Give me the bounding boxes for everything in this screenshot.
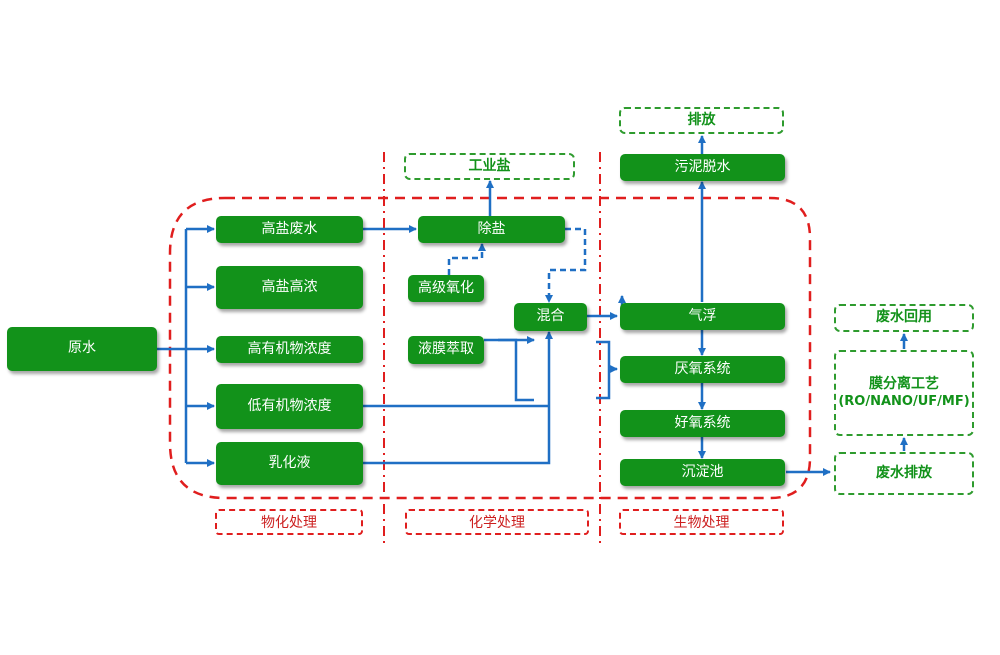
membrane-separation-line1: 膜分离工艺 xyxy=(869,376,939,393)
node-emulsion: 乳化液 xyxy=(216,442,363,485)
node-sludge-dewatering: 污泥脱水 xyxy=(620,154,785,181)
arrow-desalination-to-mixing xyxy=(545,227,587,303)
membrane-separation-line2: (RO/NANO/UF/MF) xyxy=(838,393,970,409)
arrow-bracket-to-anaerobic xyxy=(596,340,611,400)
arrow-extraction-to-mixing xyxy=(484,338,534,402)
node-discharge-top: 排放 xyxy=(619,107,784,134)
arrow-oxidation-to-desalination xyxy=(447,243,486,275)
node-advanced-oxidation: 高级氧化 xyxy=(408,275,484,302)
node-raw-water: 原水 xyxy=(7,327,157,371)
node-industrial-salt: 工业盐 xyxy=(404,153,575,180)
node-high-organic: 高有机物浓度 xyxy=(216,336,363,363)
arrow-emulsion-to-mixing xyxy=(363,331,553,465)
node-air-flotation: 气浮 xyxy=(620,303,785,330)
stage-label-chemical: 化学处理 xyxy=(405,509,589,535)
node-wastewater-reuse: 废水回用 xyxy=(834,304,974,332)
stage-label-physical: 物化处理 xyxy=(215,509,363,535)
node-high-salt-wastewater: 高盐废水 xyxy=(216,216,363,243)
node-liquid-membrane-extraction: 液膜萃取 xyxy=(408,336,484,364)
node-aerobic-system: 好氧系统 xyxy=(620,410,785,437)
node-high-salt-concentrate: 高盐高浓 xyxy=(216,266,363,309)
node-mixing: 混合 xyxy=(514,303,587,331)
node-membrane-separation: 膜分离工艺 (RO/NANO/UF/MF) xyxy=(834,350,974,436)
node-desalination: 除盐 xyxy=(418,216,565,243)
stage-label-biological: 生物处理 xyxy=(619,509,784,535)
node-wastewater-discharge: 废水排放 xyxy=(834,452,974,495)
node-anaerobic-system: 厌氧系统 xyxy=(620,356,785,383)
node-low-organic: 低有机物浓度 xyxy=(216,384,363,429)
node-sedimentation-tank: 沉淀池 xyxy=(620,459,785,486)
